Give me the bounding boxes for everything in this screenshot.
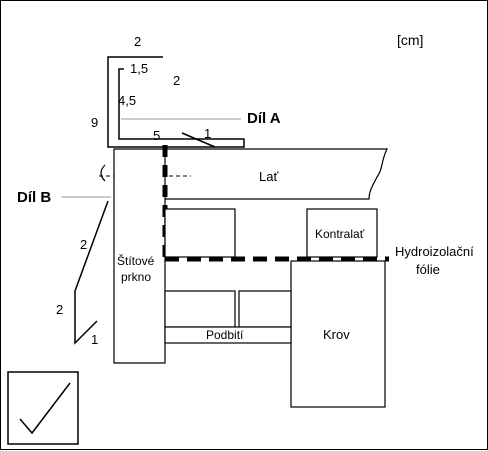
part-b-profile — [74, 200, 109, 345]
dim-slope-2-lower: 2 — [56, 302, 63, 317]
podbiti-label: Podbití — [206, 328, 244, 342]
podbiti-board — [164, 326, 292, 344]
part-a-profile — [107, 56, 245, 148]
lat-label: Lať — [259, 169, 278, 184]
dim-inner-4-5: 4,5 — [118, 93, 136, 108]
lat-batten — [162, 148, 388, 200]
part-b-label: Díl B — [17, 189, 51, 206]
part-a-tail — [181, 132, 216, 148]
check-icon — [19, 382, 71, 435]
dim-seg-5: 5 — [153, 128, 160, 143]
stitove-label-line1: Štítové — [117, 253, 155, 268]
hydro-label-line1: Hydroizolační — [395, 244, 474, 259]
dim-height-9: 9 — [91, 115, 98, 130]
part-a-label: Díl A — [247, 110, 281, 127]
unit-label: [cm] — [397, 32, 423, 48]
lower-block — [164, 208, 236, 258]
pin-head — [100, 164, 106, 182]
stitove-label-line2: prkno — [121, 270, 151, 284]
small-block-right — [238, 290, 292, 328]
small-block-left — [164, 290, 236, 328]
dim-top-2: 2 — [134, 34, 141, 49]
check-box — [7, 371, 79, 445]
hydro-label-line2: fólie — [416, 262, 440, 277]
kontralat-label: Kontralať — [315, 227, 365, 241]
dim-seg-1-top: 1 — [204, 126, 211, 141]
krov-label: Krov — [323, 327, 350, 342]
dim-seg-1-bottom: 1 — [91, 332, 98, 347]
stitove-prkno-board — [113, 148, 166, 364]
dim-right-2: 2 — [173, 73, 180, 88]
dim-inner-1-5: 1,5 — [130, 61, 148, 76]
dim-slope-2-upper: 2 — [80, 237, 87, 252]
kontralat-block — [306, 208, 378, 258]
